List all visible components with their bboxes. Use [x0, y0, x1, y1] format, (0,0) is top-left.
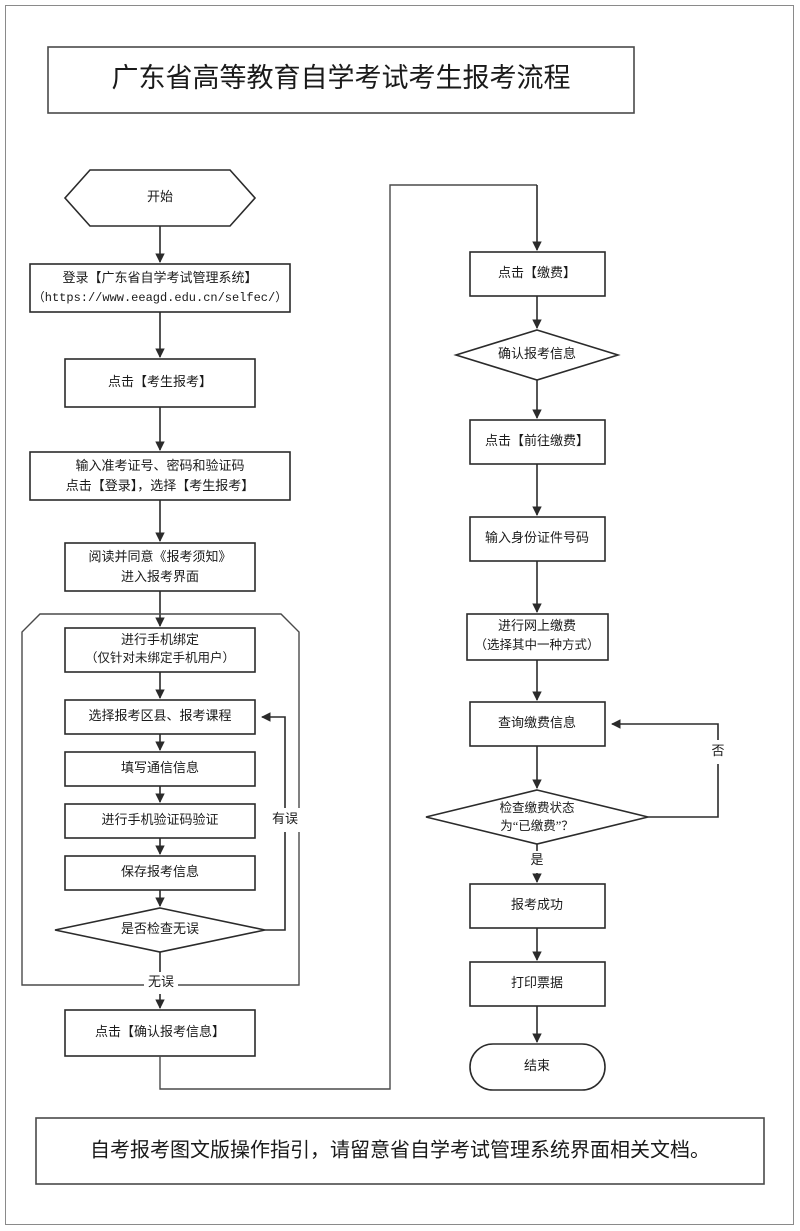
node-enter-id-shape	[469, 516, 606, 562]
node-click-pay-shape	[469, 251, 606, 297]
node-enter-id-label: 输入身份证件号码	[485, 530, 589, 545]
node-bind-phone-line1: 进行手机绑定	[121, 632, 199, 647]
title-frame	[47, 46, 635, 114]
node-bind-phone-shape	[64, 627, 256, 673]
node-query-payment-shape	[469, 701, 606, 747]
node-read-notice-line2: 进入报考界面	[121, 569, 199, 584]
edge-label-no-bg	[702, 740, 734, 764]
node-fill-contact-label: 填写通信信息	[121, 760, 199, 775]
node-print-receipt-shape	[469, 961, 606, 1007]
node-online-pay-line1: 进行网上缴费	[498, 618, 576, 633]
edge-pay-status-no-loop	[611, 719, 719, 818]
node-confirm-reg-decision-label: 确认报考信息	[498, 346, 576, 361]
node-pay-status-decision-shape	[425, 789, 649, 845]
footer-frame	[35, 1117, 765, 1185]
node-read-notice-shape	[64, 542, 256, 592]
node-confirm-info-shape	[64, 1009, 256, 1057]
node-verify-sms-shape	[64, 803, 256, 839]
node-click-register-shape	[64, 358, 256, 408]
node-read-notice-line1: 阅读并同意《报考须知》	[88, 549, 231, 564]
node-verify-sms-label: 进行手机验证码验证	[101, 812, 218, 827]
node-select-district-label: 选择报考区县、报考课程	[88, 708, 231, 723]
node-check-decision-label: 是否检查无误	[121, 921, 199, 936]
node-pay-status-decision-line1: 检查缴费状态	[499, 800, 574, 815]
node-login-shape	[29, 263, 291, 313]
node-bind-phone-line2: （仅针对未绑定手机用户）	[85, 650, 235, 665]
node-end-label: 结束	[524, 1058, 550, 1073]
edge-label-ok-bg	[144, 972, 178, 994]
node-enter-credentials-shape	[29, 451, 291, 501]
node-pay-status-decision-line2: 为“已缴费”？	[500, 818, 574, 833]
node-query-payment-label: 查询缴费信息	[498, 715, 576, 730]
node-click-goto-pay-label: 点击【前往缴费】	[485, 433, 589, 448]
edge-label-no: 否	[711, 743, 724, 758]
edge-label-yes-bg	[521, 851, 553, 873]
footer-note: 自考报考图文版操作指引，请留意省自学考试管理系统界面相关文档。	[90, 1139, 710, 1162]
node-start-label: 开始	[147, 189, 173, 204]
edge-label-yes: 是	[530, 852, 543, 867]
node-register-success-label: 报考成功	[511, 897, 563, 912]
node-enter-credentials-line1: 输入准考证号、密码和验证码	[75, 458, 244, 473]
node-online-pay-line2: （选择其中一种方式）	[474, 637, 599, 652]
edge-label-error-bg	[268, 808, 302, 832]
edge-label-ok: 无误	[148, 974, 174, 989]
edge-label-error: 有误	[272, 811, 298, 826]
node-click-pay-label: 点击【缴费】	[498, 265, 576, 280]
node-save-info-shape	[64, 855, 256, 891]
edge-confirm-info-to-click-pay-bridge	[159, 184, 537, 1090]
node-end-shape	[469, 1043, 606, 1091]
node-start-shape	[63, 169, 257, 227]
node-enter-credentials-line2: 点击【登录】，选择【考生报考】	[66, 478, 255, 493]
page-title: 广东省高等教育自学考试考生报考流程	[112, 63, 571, 93]
group-bracket-registration-steps	[21, 613, 300, 986]
node-select-district-shape	[64, 699, 256, 735]
node-click-register-label: 点击【考生报考】	[108, 374, 212, 389]
node-fill-contact-shape	[64, 751, 256, 787]
node-login-line2: （https://www.eeagd.edu.cn/selfec/）	[33, 290, 287, 305]
node-confirm-info-label: 点击【确认报考信息】	[95, 1024, 225, 1039]
node-register-success-shape	[469, 883, 606, 929]
node-print-receipt-label: 打印票据	[511, 975, 563, 990]
node-login-line1: 登录【广东省自学考试管理系统】	[62, 270, 257, 285]
node-save-info-label: 保存报考信息	[121, 864, 199, 879]
